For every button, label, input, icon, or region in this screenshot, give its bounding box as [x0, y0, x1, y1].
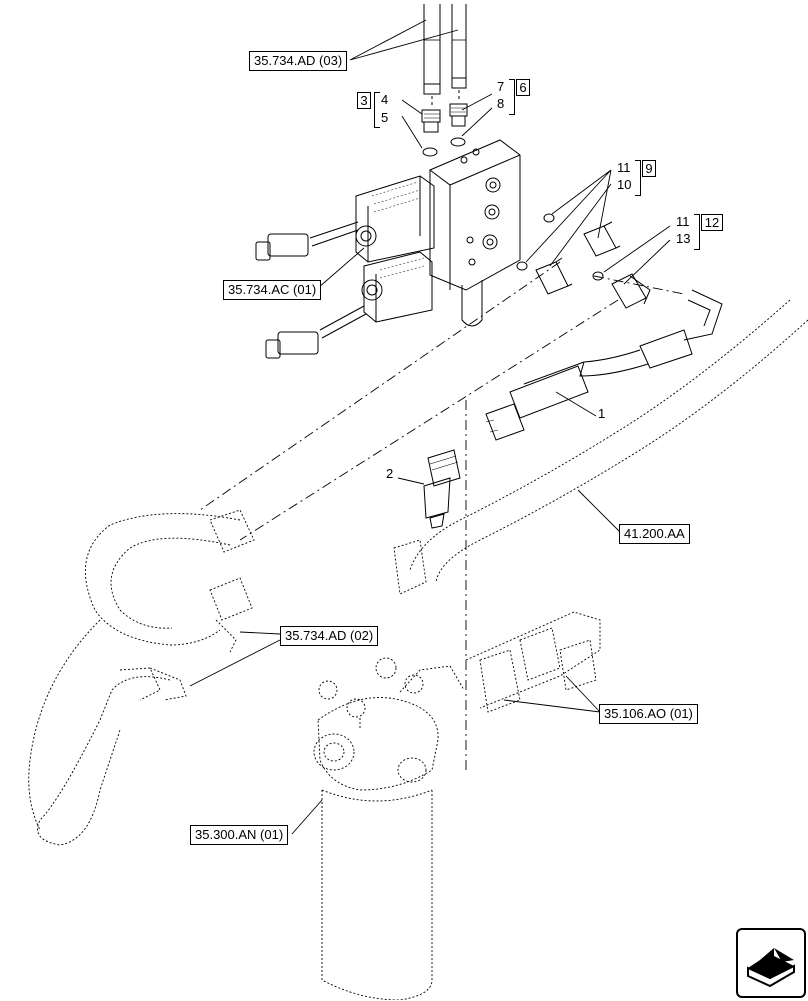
- bracket-9: [635, 160, 641, 196]
- top-hoses: [423, 4, 467, 108]
- fitting-10-upper: [583, 221, 621, 257]
- group-3[interactable]: 3: [357, 92, 371, 109]
- solenoid-upper: [355, 175, 435, 263]
- callout-5: 5: [381, 110, 389, 125]
- ref-35-734-ac-01[interactable]: 35.734.AC (01): [223, 280, 322, 300]
- group-6[interactable]: 6: [516, 79, 530, 96]
- solenoid-wiring: [255, 221, 367, 359]
- callout-11-upper: 11: [617, 160, 631, 175]
- o-ring-11-lower: [516, 261, 528, 271]
- check-valve-assembly: [465, 611, 601, 713]
- sensor-2: [423, 449, 461, 529]
- fitting-7: [449, 103, 468, 127]
- next-page-arrow-icon[interactable]: [736, 928, 806, 998]
- callout-1: 1: [598, 406, 606, 421]
- valve-block: [429, 139, 521, 327]
- ref-41-200-aa[interactable]: 41.200.AA: [619, 524, 690, 544]
- elbow-fitting-13: [611, 273, 651, 309]
- dotted-hoses: [28, 299, 808, 846]
- bracket-6: [509, 79, 515, 115]
- ref-35-734-ad-02[interactable]: 35.734.AD (02): [280, 626, 379, 646]
- callout-11-lower: 11: [676, 214, 690, 229]
- callout-10: 10: [617, 177, 632, 192]
- leader-lines: [189, 19, 671, 835]
- bracket-3: [374, 92, 380, 128]
- bracket-12: [694, 214, 700, 250]
- solenoid-lower: [361, 251, 433, 323]
- ref-35-734-ad-03[interactable]: 35.734.AD (03): [249, 51, 348, 71]
- ref-35-300-an-01[interactable]: 35.300.AN (01): [190, 825, 289, 845]
- group-12[interactable]: 12: [701, 214, 723, 231]
- o-ring-11-upper: [543, 213, 555, 223]
- fitting-4: [421, 109, 441, 133]
- callout-13: 13: [676, 231, 691, 246]
- ref-35-106-ao-01[interactable]: 35.106.AO (01): [599, 704, 698, 724]
- filter-assembly: [313, 657, 465, 1000]
- o-ring-8: [450, 137, 466, 147]
- callout-2: 2: [386, 466, 394, 481]
- callout-8: 8: [497, 96, 505, 111]
- phantom-lines: [199, 261, 685, 770]
- fitting-10-lower: [535, 257, 573, 295]
- callout-7: 7: [497, 79, 505, 94]
- callout-4: 4: [381, 92, 389, 107]
- group-9[interactable]: 9: [642, 160, 656, 177]
- o-ring-11-right: [592, 271, 604, 281]
- o-ring-5: [422, 147, 438, 157]
- arrow-glyph-icon: [747, 948, 795, 988]
- hose-1: [485, 289, 723, 441]
